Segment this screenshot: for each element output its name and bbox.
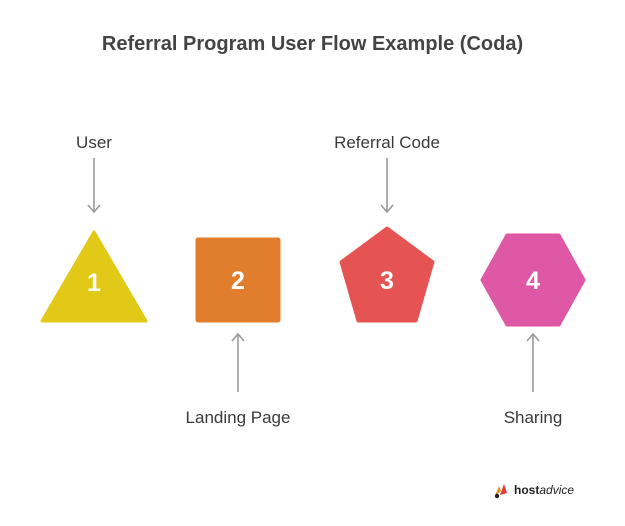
step-1-triangle	[40, 230, 148, 323]
logo-brand-italic: advice	[539, 483, 575, 497]
step-2-number: 2	[231, 267, 245, 295]
hostadvice-logo-text: hostadvice	[514, 483, 574, 497]
step-4-hexagon	[480, 233, 586, 327]
diagram-title: Referral Program User Flow Example (Coda…	[101, 33, 524, 55]
arrow-sharing-to-step-4	[526, 332, 540, 392]
step-4-label: Sharing	[503, 408, 563, 427]
step-3-pentagon	[339, 226, 435, 323]
step-3-label: Referral Code	[334, 133, 440, 152]
arrow-landing-page-to-step-2	[231, 332, 245, 392]
step-2-label: Landing Page	[185, 408, 291, 427]
step-1-label: User	[76, 133, 112, 152]
arrow-referral-code-to-step-3	[380, 158, 394, 214]
step-3-number: 3	[380, 267, 394, 295]
step-2-square	[195, 237, 281, 323]
hostadvice-logo: hostadvice	[492, 480, 592, 500]
arrow-user-to-step-1	[87, 158, 101, 214]
hostadvice-logo-icon	[494, 484, 507, 499]
step-1-number: 1	[87, 269, 101, 297]
logo-brand-bold: host	[514, 483, 540, 497]
step-4-number: 4	[526, 267, 540, 295]
